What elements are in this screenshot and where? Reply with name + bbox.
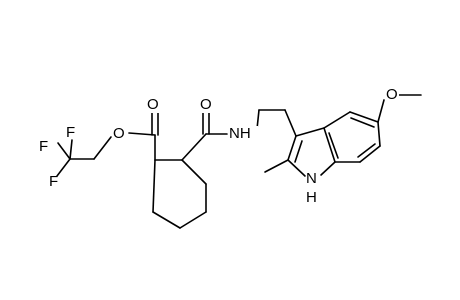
bond-n-ch2 — [256, 109, 260, 130]
bond-ring-c4-c5 — [179, 211, 207, 229]
bond-benzene-c3a-c7a-inner — [328, 132, 339, 159]
bond-ring-c5-c6 — [152, 211, 181, 229]
atom-o-ester-carbonyl: O — [147, 96, 159, 113]
bond-o-ch2 — [93, 136, 112, 160]
bond-indole-n1-c7a — [320, 161, 336, 176]
bond-cf3-f-left — [56, 158, 71, 177]
bond-benzene-c3a-c4 — [323, 111, 351, 129]
bond-c5-o-methoxy — [377, 99, 385, 123]
atom-f-top-right: F — [66, 124, 75, 141]
atom-labels: O O O NH O F F F N H — [39, 86, 399, 206]
label-bg-o-ester-carbonyl — [146, 97, 160, 113]
bond-benzene-c6-c7-a — [359, 145, 381, 163]
bond-ring-c6-c1 — [152, 159, 156, 213]
label-bg-nh-amide — [228, 126, 258, 142]
atom-f-top-left: F — [39, 138, 48, 155]
label-bg-o-methoxy — [385, 87, 399, 103]
atom-f-left: F — [49, 173, 58, 190]
label-bg-o-amide — [199, 97, 213, 113]
bond-indole-c2-methyl — [264, 159, 289, 173]
bond-ring-c2-c3 — [181, 159, 207, 185]
bond-benzene-c6-c7-b — [357, 143, 376, 158]
atom-indole-h: H — [306, 189, 317, 206]
atom-indole-n: N — [306, 170, 317, 187]
bond-ch2-indole-c3 — [284, 109, 297, 137]
bond-c2-amide-c — [181, 133, 207, 161]
atom-nh-amide: NH — [229, 125, 251, 142]
bond-lines — [56, 94, 422, 229]
bond-indole-c2-n1 — [287, 159, 306, 177]
bond-indole-c3-c2-b — [294, 140, 303, 163]
label-bg-indole-nh — [306, 170, 320, 186]
bond-indole-c3-c2-a — [287, 135, 297, 161]
atom-o-ester-single: O — [113, 125, 125, 142]
label-bg-o-ester-single — [112, 126, 126, 142]
bond-ester-c-o-single — [128, 132, 156, 136]
bond-benzene-c4-c5-a — [349, 111, 379, 123]
bond-benzene-c5-c6 — [377, 121, 381, 147]
bond-indole-c7a-c3a — [323, 127, 336, 163]
atom-o-methoxy: O — [386, 86, 398, 103]
atom-o-amide: O — [200, 96, 212, 113]
bond-cf3-f-top-left — [57, 142, 71, 160]
bond-cf3-f-top-right — [69, 139, 73, 160]
bond-indole-c3a-c3 — [295, 127, 325, 137]
bond-benzene-c4-c5-b — [350, 117, 375, 128]
